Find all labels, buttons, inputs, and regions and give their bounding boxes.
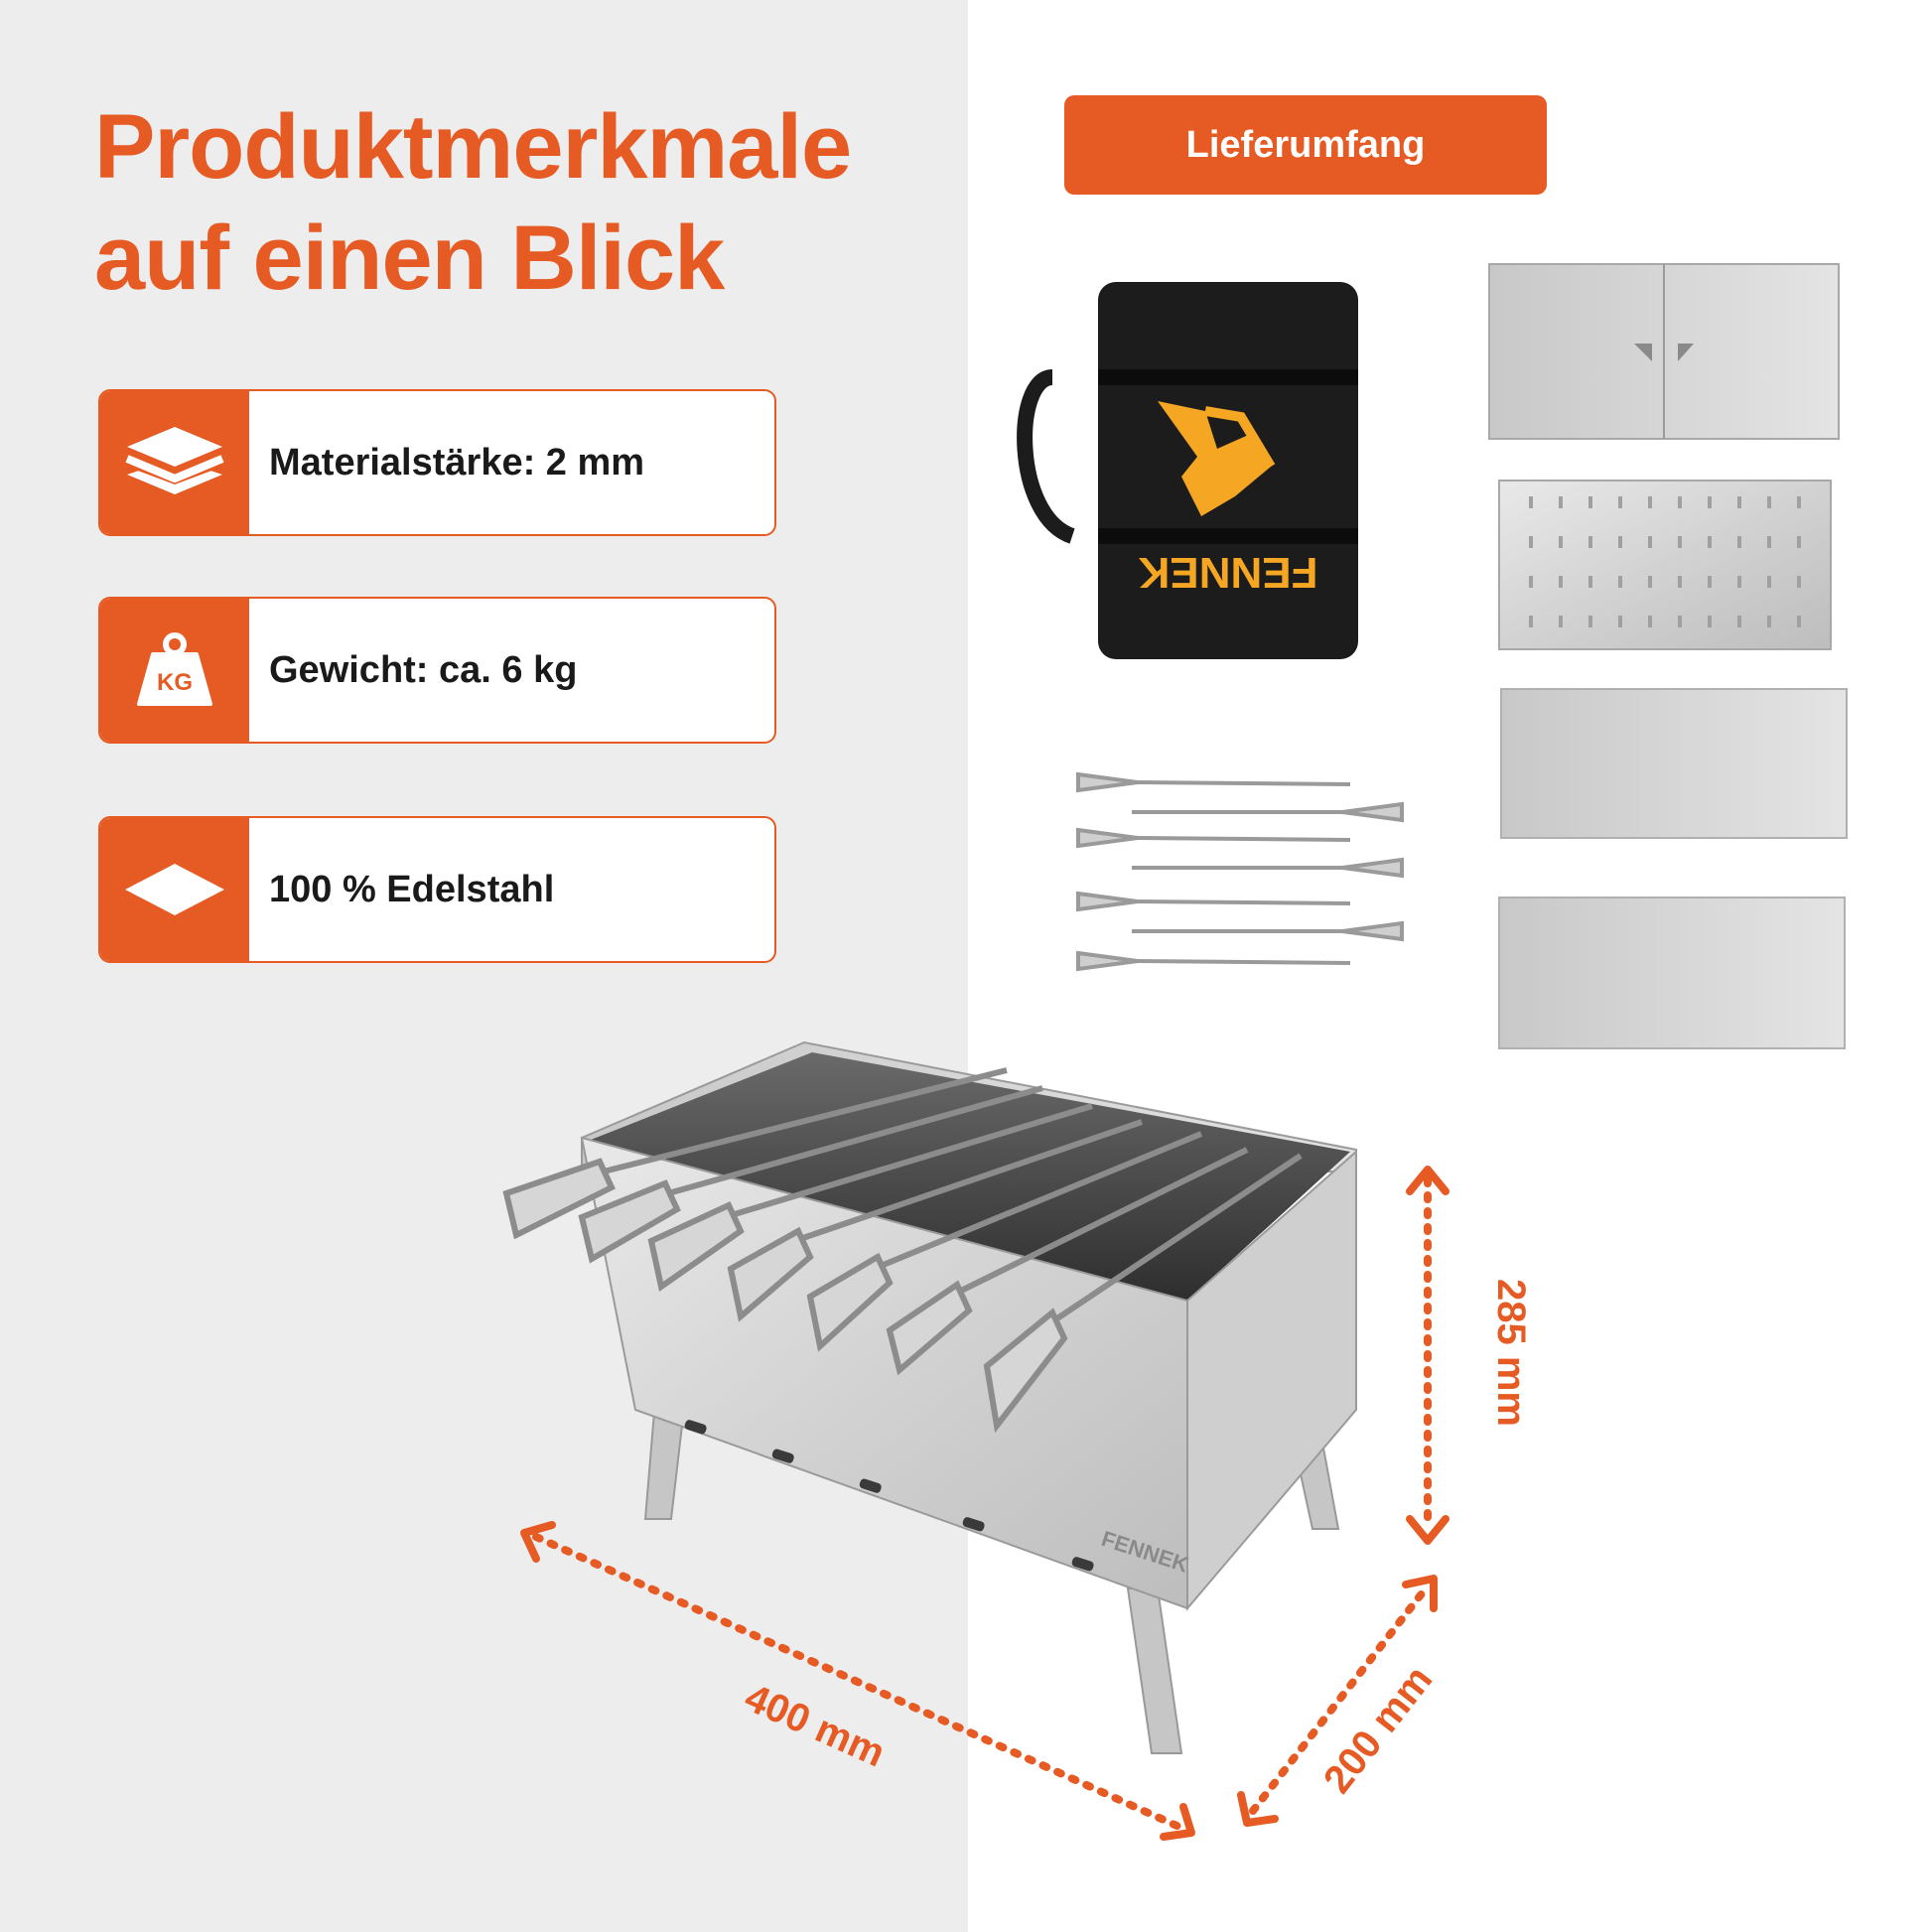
left-panel-background xyxy=(0,0,968,1932)
dimension-arrowheads xyxy=(520,1166,1449,1841)
page-title-line-2: auf einen Blick xyxy=(94,207,725,309)
dimension-lines xyxy=(532,1175,1432,1833)
length-dimension-line xyxy=(532,1533,1187,1833)
feature-weight: KG Gewicht: ca. 6 kg xyxy=(98,597,776,744)
layers-icon xyxy=(100,391,249,534)
weight-icon-text: KG xyxy=(157,669,193,696)
page-title-line-1: Produktmerkmale xyxy=(94,96,852,198)
depth-dimension-line xyxy=(1249,1585,1430,1815)
parts-set xyxy=(1076,263,1848,1049)
feature-label: Materialstärke: 2 mm xyxy=(269,441,645,483)
assembled-grill: FENNEK xyxy=(502,1040,1357,1754)
feature-label: Gewicht: ca. 6 kg xyxy=(269,648,578,691)
feature-stainless-steel: 100 % Edelstahl xyxy=(98,816,776,963)
weight-kg-icon: KG xyxy=(100,599,249,742)
feature-material-thickness: Materialstärke: 2 mm xyxy=(98,389,776,536)
carry-bag: FENNEK xyxy=(1017,282,1358,659)
bag-brand-logo: FENNEK xyxy=(1138,548,1317,597)
steel-sheet-icon xyxy=(100,818,249,961)
page-title: Produktmerkmale auf einen Blick xyxy=(94,91,852,314)
feature-label: 100 % Edelstahl xyxy=(269,868,555,910)
height-dimension-label: 285 mm xyxy=(1488,1279,1533,1427)
delivery-scope-badge: Lieferumfang xyxy=(1064,95,1547,195)
